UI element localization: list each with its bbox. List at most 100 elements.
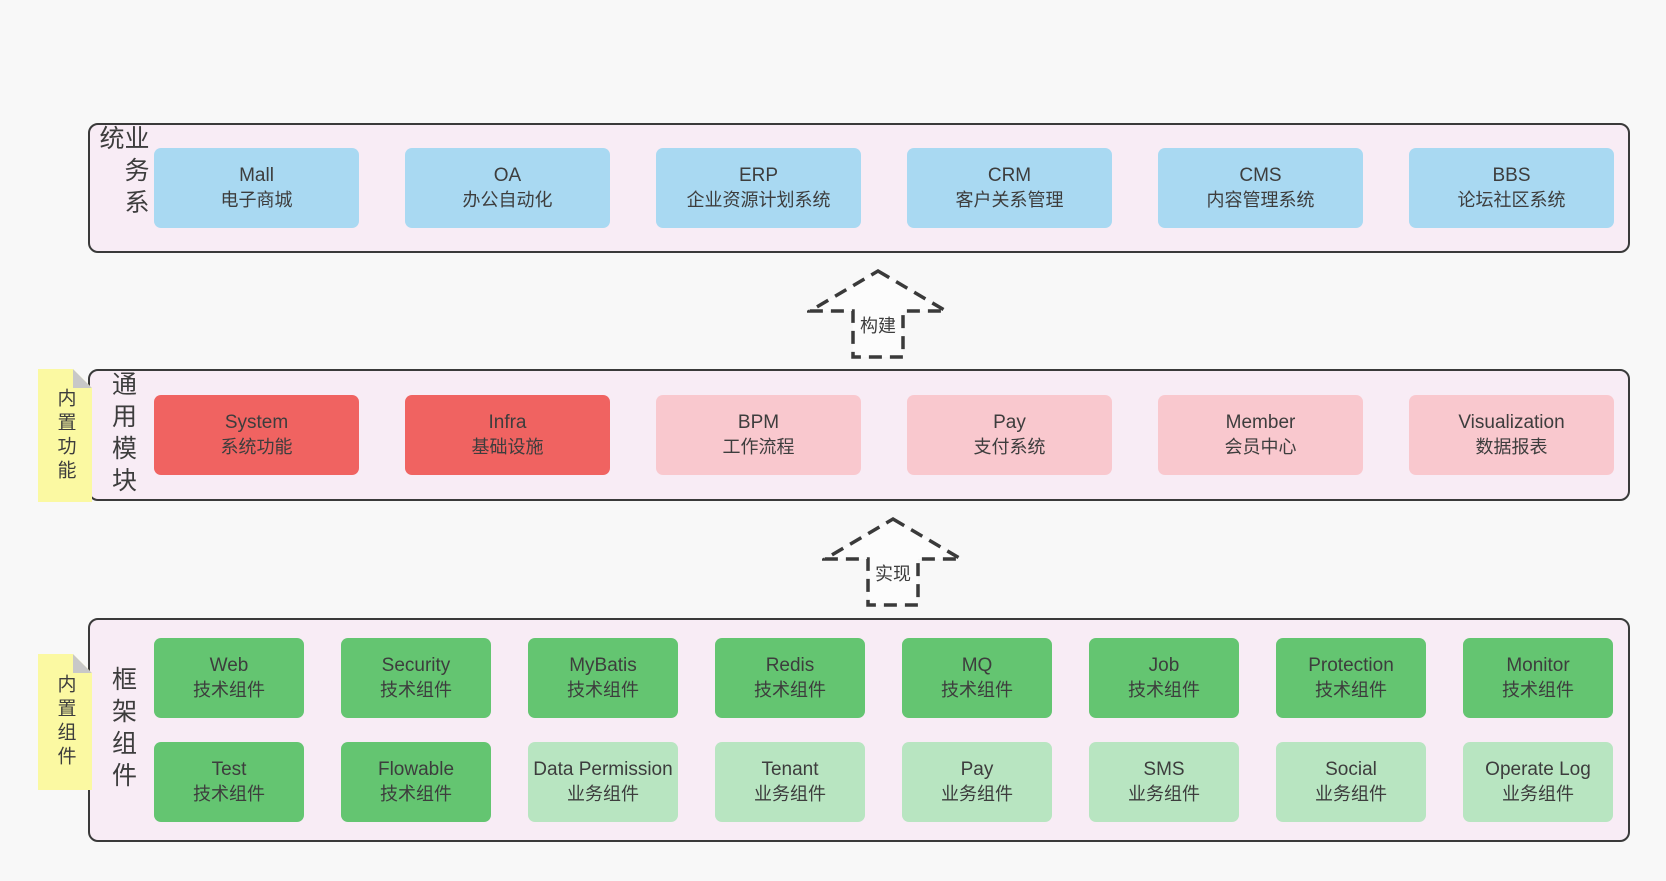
box-infra: Infra 基础设施	[405, 395, 610, 475]
box-title: Redis	[765, 654, 815, 676]
arrow-build: 构建	[807, 268, 949, 360]
box-title: MQ	[961, 654, 993, 676]
box-subtitle: 技术组件	[754, 679, 826, 700]
box-oa: OA 办公自动化	[405, 148, 610, 228]
box-operate-log: Operate Log 业务组件	[1463, 742, 1613, 822]
box-system: System 系统功能	[154, 395, 359, 475]
framework-components-row-2: Test 技术组件 Flowable 技术组件 Data Permission …	[154, 742, 1628, 822]
box-title: Member	[1225, 411, 1296, 433]
box-subtitle: 支付系统	[973, 436, 1046, 457]
box-flowable: Flowable 技术组件	[341, 742, 491, 822]
sticky-note-builtin-components: 内置组件	[38, 654, 92, 790]
box-subtitle: 企业资源计划系统	[686, 189, 831, 210]
arrow-implement: 实现	[822, 516, 964, 608]
box-subtitle: 论坛社区系统	[1457, 189, 1566, 210]
business-systems-boxes: Mall 电子商城 OA 办公自动化 ERP 企业资源计划系统 CRM 客户关系…	[154, 125, 1628, 251]
layer-business-systems: 业务系统 Mall 电子商城 OA 办公自动化 ERP 企业资源计划系统 CRM…	[88, 123, 1630, 253]
box-bbs: BBS 论坛社区系统	[1409, 148, 1614, 228]
box-subtitle: 技术组件	[1315, 679, 1387, 700]
box-subtitle: 技术组件	[567, 679, 639, 700]
box-title: Web	[209, 654, 249, 676]
box-subtitle: 业务组件	[567, 783, 639, 804]
framework-components-row-1: Web 技术组件 Security 技术组件 MyBatis 技术组件 Redi…	[154, 638, 1628, 718]
box-mybatis: MyBatis 技术组件	[528, 638, 678, 718]
box-subtitle: 客户关系管理	[955, 189, 1064, 210]
box-subtitle: 内容管理系统	[1206, 189, 1315, 210]
framework-components-rows: Web 技术组件 Security 技术组件 MyBatis 技术组件 Redi…	[154, 620, 1628, 840]
sticky-note-builtin-features: 内置功能	[38, 369, 92, 502]
box-title: Pay	[993, 411, 1026, 433]
box-title: Operate Log	[1485, 758, 1591, 780]
box-subtitle: 技术组件	[941, 679, 1013, 700]
box-monitor: Monitor 技术组件	[1463, 638, 1613, 718]
box-title: Job	[1148, 654, 1180, 676]
box-title: Monitor	[1506, 654, 1570, 676]
arrow-implement-label: 实现	[872, 560, 914, 586]
box-bpm: BPM 工作流程	[656, 395, 861, 475]
box-title: BPM	[737, 411, 780, 433]
box-title: CRM	[987, 164, 1032, 186]
box-subtitle: 业务组件	[1502, 783, 1574, 804]
box-redis: Redis 技术组件	[715, 638, 865, 718]
box-subtitle: 电子商城	[220, 189, 293, 210]
box-title: Infra	[488, 411, 527, 433]
box-title: ERP	[738, 164, 779, 186]
box-title: OA	[493, 164, 522, 186]
box-title: Social	[1325, 758, 1377, 780]
box-title: Data Permission	[533, 758, 673, 780]
box-test: Test 技术组件	[154, 742, 304, 822]
box-social: Social 业务组件	[1276, 742, 1426, 822]
box-mq: MQ 技术组件	[902, 638, 1052, 718]
box-protection: Protection 技术组件	[1276, 638, 1426, 718]
layer-label-text: 业务系统	[96, 125, 149, 221]
box-pay-module: Pay 支付系统	[907, 395, 1112, 475]
box-title: Protection	[1308, 654, 1394, 676]
arrow-build-label: 构建	[857, 312, 899, 338]
box-data-permission: Data Permission 业务组件	[528, 742, 678, 822]
layer-label-framework-components: 框架组件	[90, 620, 154, 840]
box-title: Visualization	[1458, 411, 1565, 433]
box-title: MyBatis	[569, 654, 637, 676]
box-web: Web 技术组件	[154, 638, 304, 718]
box-sms: SMS 业务组件	[1089, 742, 1239, 822]
box-subtitle: 系统功能	[220, 436, 293, 457]
layer-label-common-modules: 通用模块	[90, 371, 154, 499]
common-modules-boxes: System 系统功能 Infra 基础设施 BPM 工作流程 Pay 支付系统…	[154, 371, 1628, 499]
box-member: Member 会员中心	[1158, 395, 1363, 475]
box-erp: ERP 企业资源计划系统	[656, 148, 861, 228]
box-subtitle: 技术组件	[380, 783, 452, 804]
box-subtitle: 技术组件	[380, 679, 452, 700]
box-visualization: Visualization 数据报表	[1409, 395, 1614, 475]
layer-framework-components: 框架组件 Web 技术组件 Security 技术组件 MyBatis 技术组件…	[88, 618, 1630, 842]
box-subtitle: 数据报表	[1475, 436, 1548, 457]
layer-label-text: 通用模块	[108, 371, 137, 499]
box-subtitle: 技术组件	[193, 783, 265, 804]
box-subtitle: 技术组件	[1128, 679, 1200, 700]
sticky-note-label: 内置组件	[54, 674, 76, 770]
box-mall: Mall 电子商城	[154, 148, 359, 228]
box-subtitle: 技术组件	[1502, 679, 1574, 700]
box-subtitle: 技术组件	[193, 679, 265, 700]
box-title: Mall	[239, 164, 274, 186]
box-title: Test	[211, 758, 247, 780]
box-subtitle: 基础设施	[471, 436, 544, 457]
box-subtitle: 办公自动化	[462, 189, 553, 210]
box-security: Security 技术组件	[341, 638, 491, 718]
box-subtitle: 业务组件	[1315, 783, 1387, 804]
sticky-note-label: 内置功能	[54, 387, 76, 484]
box-title: Tenant	[761, 758, 819, 780]
box-title: Pay	[960, 758, 994, 780]
box-subtitle: 会员中心	[1224, 436, 1297, 457]
box-title: CMS	[1239, 164, 1282, 186]
layer-common-modules: 通用模块 System 系统功能 Infra 基础设施 BPM 工作流程 Pay…	[88, 369, 1630, 501]
box-title: System	[224, 411, 289, 433]
box-cms: CMS 内容管理系统	[1158, 148, 1363, 228]
box-subtitle: 业务组件	[941, 783, 1013, 804]
box-job: Job 技术组件	[1089, 638, 1239, 718]
layer-label-business-systems: 业务系统	[90, 125, 154, 251]
box-pay-component: Pay 业务组件	[902, 742, 1052, 822]
box-title: Flowable	[377, 758, 455, 780]
box-crm: CRM 客户关系管理	[907, 148, 1112, 228]
box-subtitle: 业务组件	[754, 783, 826, 804]
box-title: SMS	[1143, 758, 1185, 780]
